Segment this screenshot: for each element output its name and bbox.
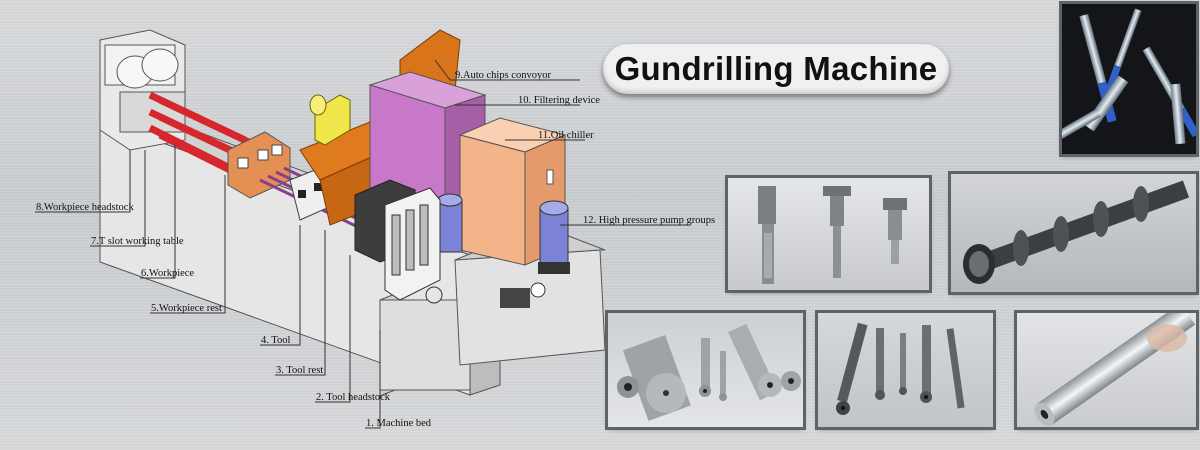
photo-drilled-bars <box>608 313 803 427</box>
drilled-rod-illustration <box>1034 313 1196 426</box>
photo-shaft-parts <box>728 178 929 290</box>
leader-lines <box>35 59 690 429</box>
label-chip-conveyor: 9.Auto chips convoyor <box>455 70 551 81</box>
label-tool-headstock: 2. Tool headstock <box>316 392 391 403</box>
yellow-unit <box>309 94 351 146</box>
photo-drilled-rod-closeup <box>1017 313 1196 427</box>
workpiece-headstock <box>99 29 186 151</box>
shaft-parts-illustration <box>758 186 907 284</box>
label-t-slot-table: 7.T slot working table <box>91 236 184 247</box>
oil-chiller <box>458 117 567 266</box>
gauge-unit <box>500 282 546 308</box>
pump-groups <box>437 193 570 274</box>
photo-drilled-tubes <box>818 313 993 427</box>
gundrill-tools-illustration <box>1062 4 1196 154</box>
label-oil-chiller: 11.Oil chiller <box>538 130 594 141</box>
drilled-tubes-illustration <box>836 322 965 415</box>
photo-camshaft <box>951 174 1196 292</box>
label-workpiece-headstock: 8.Workpiece headstock <box>36 202 134 213</box>
label-machine-bed: 1. Machine bed <box>366 418 432 429</box>
banner-title-text: Gundrilling Machine <box>614 50 938 87</box>
diagram-labels: 8.Workpiece headstock 7.T slot working t… <box>36 70 715 429</box>
label-workpiece: 6.Workpiece <box>141 268 194 279</box>
tool-headstock <box>354 179 443 304</box>
workpiece-rest <box>227 131 291 199</box>
label-tool: 4. Tool <box>261 335 290 346</box>
photo-gundrill-tools <box>1062 4 1196 154</box>
label-tool-rest: 3. Tool rest <box>276 365 323 376</box>
camshaft-illustration <box>962 180 1190 284</box>
banner-title: Gundrilling Machine <box>603 44 949 94</box>
label-pump-groups: 12. High pressure pump groups <box>583 215 715 226</box>
label-filtering-device: 10. Filtering device <box>518 95 600 106</box>
label-workpiece-rest: 5.Workpiece rest <box>151 303 222 314</box>
drilled-bars-illustration <box>617 323 801 421</box>
